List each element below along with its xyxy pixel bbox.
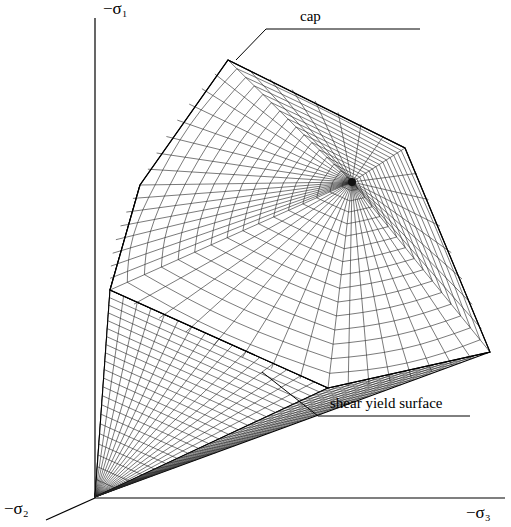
mesh-line (352, 136, 383, 182)
mesh-line (98, 455, 142, 475)
cap-ring (289, 150, 389, 236)
mesh-line (102, 396, 209, 444)
shear-face-lower (95, 352, 490, 497)
mesh-line (219, 420, 305, 439)
axis-label: −σ₃ (466, 504, 491, 523)
axis-label: −σ₁ (103, 0, 128, 19)
mesh-line (352, 182, 481, 329)
mesh-line (97, 467, 129, 481)
mesh-line (157, 153, 352, 182)
mesh-line (300, 182, 352, 379)
surface-mesh (95, 60, 490, 497)
cap-label: cap (300, 8, 321, 25)
mesh-line (352, 182, 490, 352)
mesh-line (106, 345, 267, 417)
mesh-line (166, 137, 352, 183)
mesh-line (101, 414, 188, 453)
cap-center (348, 178, 356, 186)
mesh-line (199, 432, 271, 448)
mesh-line (271, 182, 352, 369)
mesh-line (209, 426, 288, 444)
mesh-line (113, 182, 352, 253)
mesh-line (352, 182, 452, 366)
mesh-line (95, 361, 450, 497)
mesh-line (102, 405, 199, 449)
mesh-line (95, 358, 463, 497)
mesh-line (352, 182, 432, 372)
mesh-line (155, 460, 196, 469)
mesh-line (189, 104, 352, 182)
mesh-line (126, 182, 352, 212)
mesh-line (95, 376, 301, 497)
mesh-line (142, 468, 175, 475)
cap-ring (243, 127, 414, 275)
cap-outline (110, 60, 490, 388)
mesh-line (352, 182, 472, 304)
cap-surface (110, 60, 490, 388)
cap-ring (211, 111, 432, 302)
cap-ring (342, 177, 358, 191)
mesh-line (352, 182, 411, 378)
mesh-line (186, 182, 352, 332)
mesh-line (129, 476, 153, 481)
cap-ring (317, 164, 372, 212)
cap-ring (127, 69, 480, 374)
cap-ring (303, 157, 380, 224)
mesh-line (95, 327, 192, 497)
shear-leader (262, 372, 470, 416)
shear-face-lower-outline (95, 352, 490, 497)
mesh-line (110, 182, 352, 290)
mesh-line (166, 453, 216, 464)
mesh-line (100, 424, 177, 459)
mesh-line (348, 182, 352, 387)
mesh-line (95, 351, 246, 497)
cap-ring (274, 143, 397, 249)
mesh-line (95, 357, 260, 497)
axis-sigma1 (94, 18, 95, 498)
axis-sigma2 (46, 498, 95, 520)
mesh-line (352, 182, 390, 382)
cap-ring (178, 94, 451, 330)
cap-ring (144, 77, 470, 358)
mesh-line (239, 408, 339, 430)
surface-label: shear yield surface (330, 395, 442, 412)
cap-leader (236, 29, 420, 60)
cap-ring (330, 171, 365, 201)
mesh-line (95, 308, 151, 497)
leader-lines (236, 29, 470, 416)
mesh-line (214, 182, 352, 345)
axis-sigma3 (95, 497, 505, 498)
mesh-line (95, 364, 436, 497)
mesh-line (177, 446, 234, 459)
mesh-line (96, 480, 114, 488)
stress-axes (46, 18, 505, 520)
cap-border (110, 60, 490, 388)
mesh-line (111, 182, 352, 266)
mesh-line (159, 182, 352, 318)
mesh-line (121, 182, 353, 226)
mesh-line (99, 444, 155, 469)
mesh-line (95, 355, 477, 497)
mesh-line (115, 485, 129, 488)
cap-ring (195, 103, 442, 316)
mesh-line (202, 89, 352, 182)
axis-label: −σ₂ (4, 500, 29, 519)
cap-ring (227, 119, 423, 288)
mesh-line (95, 296, 124, 497)
mesh-line (105, 353, 257, 421)
mesh-line (104, 378, 229, 434)
mesh-line (105, 361, 248, 425)
mesh-line (103, 387, 219, 439)
mesh-line (134, 182, 352, 304)
mesh-line (352, 182, 369, 385)
mesh-line (116, 182, 352, 240)
mesh-line (228, 60, 352, 182)
mesh-line (110, 182, 352, 278)
